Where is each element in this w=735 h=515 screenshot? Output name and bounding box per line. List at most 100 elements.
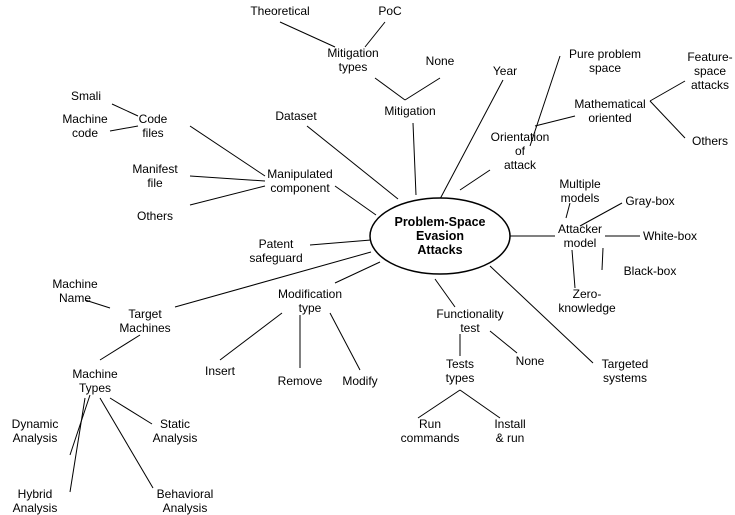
center-node-ellipse: [369, 197, 511, 275]
node-dataset-line: Dataset: [275, 109, 317, 123]
edge-machine-name-to-target-machines: [84, 299, 111, 309]
node-zero-knowledge-line: knowledge: [558, 301, 616, 315]
node-target-machines-line: Machines: [119, 321, 170, 335]
node-orientation-of-attack-line: Orientation: [491, 130, 550, 144]
edge-manifest-file-to-manipulated-component: [189, 175, 266, 182]
edge-mathematical-oriented-to-feature-space-attacks: [649, 80, 686, 102]
edge-none-mitigation-to-mitigation: [404, 77, 441, 101]
node-attacker-model-line: model: [564, 236, 597, 250]
node-gray-box-line: Gray-box: [625, 194, 674, 208]
edge-center-to-targeted-systems: [489, 265, 594, 364]
node-install-run-line: & run: [496, 431, 525, 445]
node-functionality-test-line: test: [460, 321, 480, 335]
node-dynamic-analysis-line: Dynamic: [12, 417, 59, 431]
node-others-math: Others: [692, 134, 728, 148]
edge-target-machines-to-machine-types: [99, 334, 141, 361]
node-machine-types-line: Types: [79, 381, 111, 395]
edge-mathematical-oriented-to-others-math: [649, 100, 686, 139]
node-remove-line: Remove: [278, 374, 323, 388]
node-dynamic-analysis-line: Analysis: [13, 431, 58, 445]
edge-pure-problem-space-to-orientation-of-attack: [529, 55, 561, 147]
node-modify: Modify: [342, 374, 377, 388]
edge-modification-type-to-center: [334, 261, 381, 284]
node-theoretical-line: Theoretical: [250, 4, 309, 18]
edge-dataset-to-center: [306, 125, 399, 200]
node-tests-types-line: types: [446, 371, 475, 385]
node-install-run: Install& run: [494, 417, 525, 445]
node-feature-space-attacks-line: space: [694, 64, 726, 78]
node-mitigation: Mitigation: [384, 104, 435, 118]
node-others-component-line: Others: [137, 209, 173, 223]
edge-tests-types-to-install-run: [459, 389, 501, 419]
edge-mathematical-oriented-to-orientation-of-attack: [534, 115, 576, 127]
edge-modification-type-to-insert: [219, 312, 283, 361]
node-none-mitigation-line: None: [426, 54, 455, 68]
connector-lines: [69, 21, 686, 493]
node-mathematical-oriented-line: Mathematical: [574, 97, 645, 111]
node-manifest-file-line: Manifest: [132, 162, 178, 176]
node-center-line: Attacks: [417, 243, 462, 257]
node-center-line: Evasion: [416, 229, 464, 243]
node-others-component: Others: [137, 209, 173, 223]
node-mitigation-types-line: types: [339, 60, 368, 74]
edge-gray-box-to-attacker-model: [579, 202, 623, 227]
edge-modification-type-to-modify: [329, 312, 361, 371]
node-manipulated-component-line: component: [270, 181, 330, 195]
edge-code-files-to-manipulated-component: [189, 125, 266, 177]
edge-mitigation-to-center: [412, 122, 417, 196]
node-orientation-of-attack-line: attack: [504, 158, 537, 172]
node-insert-line: Insert: [205, 364, 236, 378]
node-behavioral-analysis-line: Behavioral: [157, 487, 214, 501]
edge-black-box-to-attacker-model: [601, 247, 604, 271]
node-poc: PoC: [378, 4, 402, 18]
node-mitigation-types-line: Mitigation: [327, 46, 378, 60]
edge-tests-types-to-run-commands: [417, 389, 461, 419]
node-patent-safeguard-line: safeguard: [249, 251, 302, 265]
edge-machine-types-to-behavioral-analysis: [99, 397, 154, 489]
node-theoretical: Theoretical: [250, 4, 309, 18]
node-year: Year: [493, 64, 517, 78]
node-others-math-line: Others: [692, 134, 728, 148]
edge-mitigation-types-to-none-mitigation: [374, 77, 406, 101]
node-machine-code-line: code: [72, 126, 98, 140]
node-patent-safeguard-line: Patent: [259, 237, 294, 251]
node-black-box-line: Black-box: [624, 264, 677, 278]
node-manifest-file-line: file: [147, 176, 163, 190]
edge-year-to-center: [439, 79, 504, 200]
node-code-files-line: files: [142, 126, 163, 140]
node-code-files-line: Code: [139, 112, 168, 126]
node-tests-types-line: Tests: [446, 357, 474, 371]
edge-center-to-functionality-test: [434, 278, 456, 308]
node-white-box-line: White-box: [643, 229, 697, 243]
node-machine-name-line: Name: [59, 291, 91, 305]
node-multiple-models-line: models: [561, 191, 600, 205]
edge-zero-knowledge-to-attacker-model: [571, 249, 576, 289]
node-pure-problem-space-line: space: [589, 61, 621, 75]
node-year-line: Year: [493, 64, 517, 78]
node-static-analysis-line: Analysis: [153, 431, 198, 445]
node-smali: Smali: [71, 89, 101, 103]
node-none-functionality-line: None: [516, 354, 545, 368]
node-pure-problem-space-line: Pure problem: [569, 47, 641, 61]
node-run-commands-line: Run: [419, 417, 441, 431]
node-machine-types-line: Machine: [72, 367, 118, 381]
